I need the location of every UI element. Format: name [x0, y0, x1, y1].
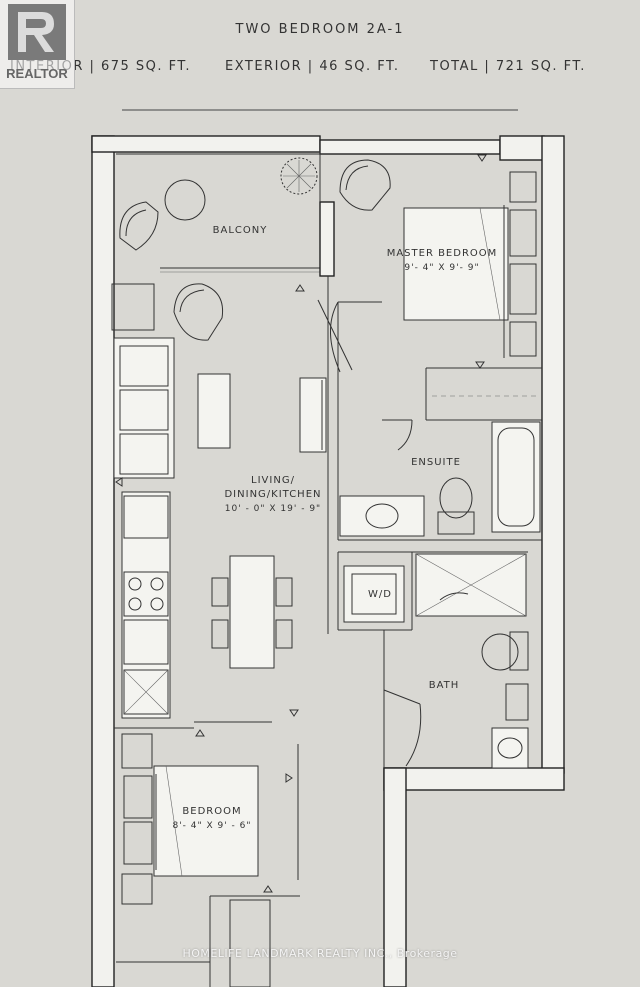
ensuite-label: ENSUITE — [411, 457, 461, 468]
exterior-walls — [91, 135, 565, 987]
balcony-label: BALCONY — [212, 225, 268, 236]
total-area: TOTAL | 721 SQ. FT. — [430, 59, 586, 74]
exterior-area: EXTERIOR | 46 SQ. FT. — [225, 59, 400, 74]
living-area — [111, 276, 329, 737]
unit-title: TWO BEDROOM 2A-1 — [235, 22, 405, 37]
master-bedroom-name: MASTER BEDROOM — [386, 248, 498, 259]
realtor-logo: REALTOR — [0, 0, 75, 89]
master-bedroom-area — [317, 154, 537, 420]
bedroom-dims: 8'- 4" X 9' - 6" — [172, 821, 252, 831]
living-dims: 10' - 0" X 19' - 9" — [224, 504, 322, 514]
wd-bath-area — [337, 551, 529, 769]
bath-label: BATH — [428, 680, 460, 691]
realtor-logo-text: REALTOR — [6, 66, 68, 81]
wd-label: W/D — [368, 589, 392, 600]
master-bedroom-label: MASTER BEDROOM 9'- 4" X 9'- 9" — [352, 247, 532, 275]
living-name-line1: LIVING/ — [251, 475, 295, 486]
bedroom-name: BEDROOM — [182, 806, 242, 817]
living-name-line2: DINING/KITCHEN — [224, 489, 322, 500]
master-bedroom-dims: 9'- 4" X 9'- 9" — [404, 263, 480, 273]
bedroom-area — [114, 721, 300, 987]
brokerage-watermark: HOMELIFE LANDMARK REALTY INC., Brokerage — [182, 947, 458, 960]
bedroom-label: BEDROOM 8'- 4" X 9' - 6" — [162, 805, 262, 833]
realtor-logo-icon — [8, 4, 66, 60]
ensuite-area — [337, 419, 542, 541]
living-label: LIVING/ DINING/KITCHEN 10' - 0" X 19' - … — [188, 474, 358, 516]
balcony-area — [116, 150, 335, 277]
